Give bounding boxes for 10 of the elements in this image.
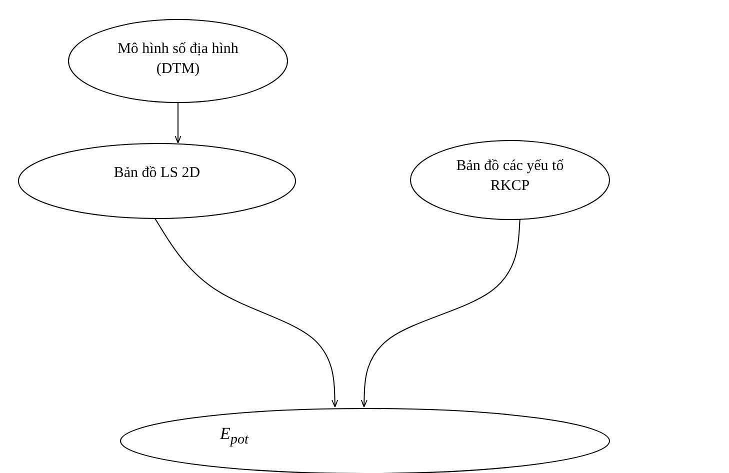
arrow [360,218,520,408]
ellipse-node [68,19,288,103]
arrow [154,218,338,408]
node-label: Bản đồ LS 2D [112,164,202,183]
node-label: E$_{pot}$ [218,424,250,450]
ellipse-node [410,140,610,220]
arrow [174,102,182,144]
ellipse-node [18,143,296,219]
node-label: Mô hình số địa hình (DTM) [116,40,240,79]
node-label: Bản đồ các yếu tố RKCP [455,157,565,196]
